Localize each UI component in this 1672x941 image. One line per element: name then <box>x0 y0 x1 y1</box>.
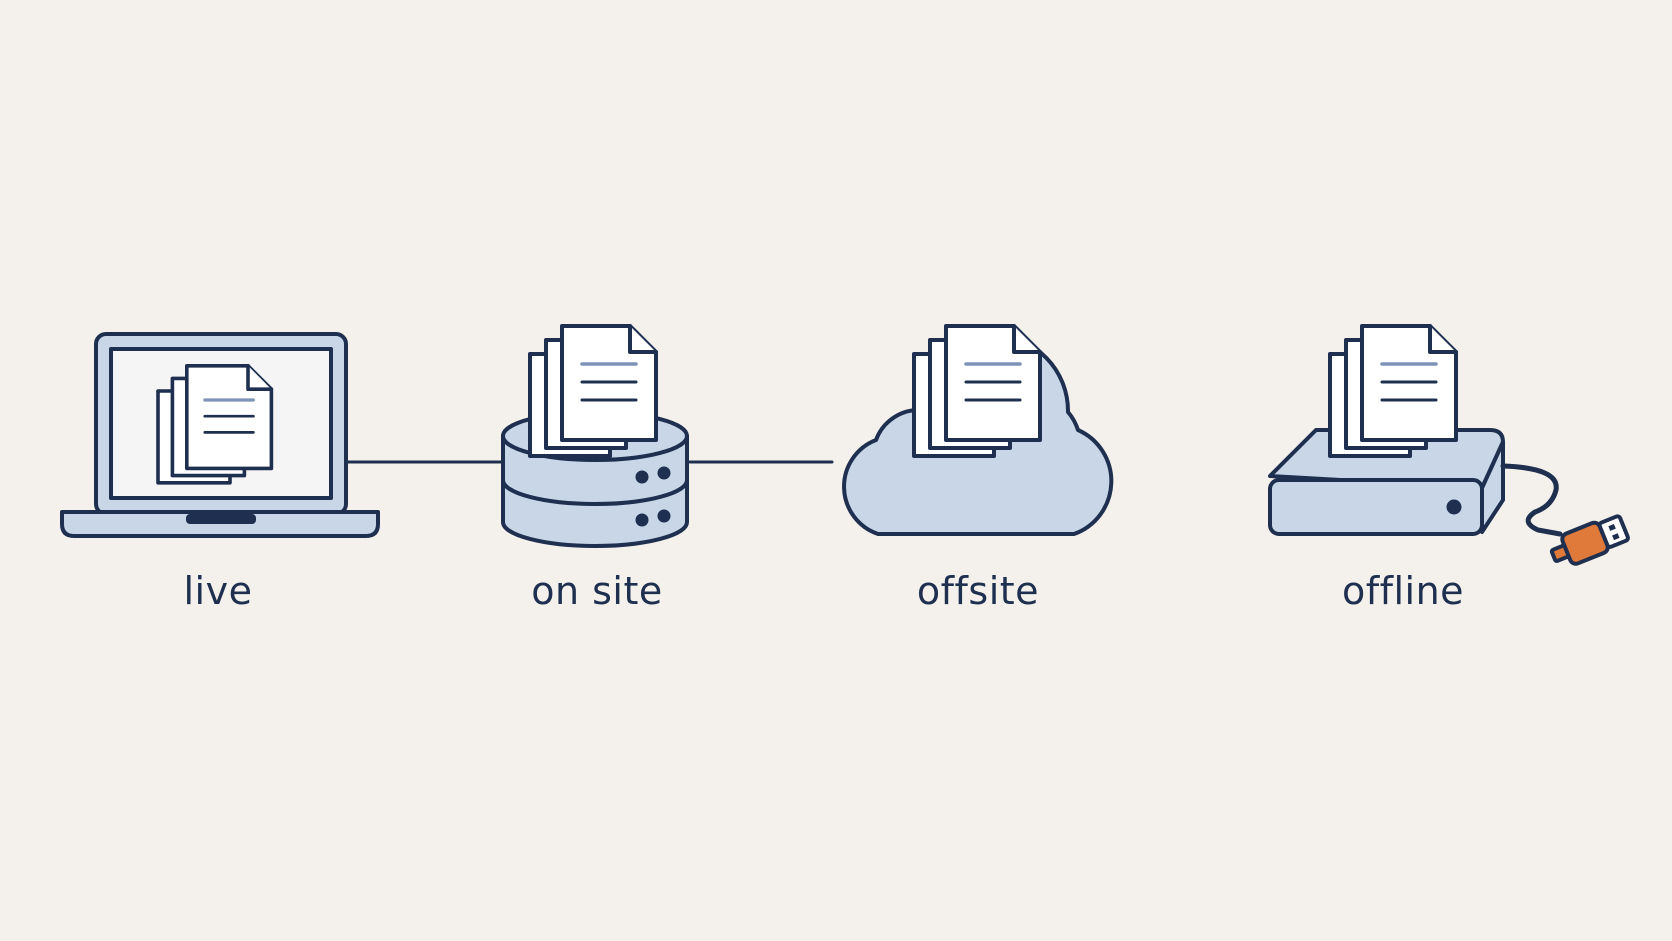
offsite-documents-icon <box>912 324 1042 458</box>
usb-plug-icon <box>1549 514 1630 566</box>
onsite-documents-icon <box>528 324 658 458</box>
database-icon <box>501 324 689 548</box>
stage-label-offline: offline <box>1342 569 1464 613</box>
offline-documents-icon <box>1328 324 1458 458</box>
laptop-documents-icon <box>156 363 274 485</box>
cloud-icon <box>842 324 1114 536</box>
stage-label-offsite: offsite <box>917 569 1039 613</box>
stage-label-live: live <box>184 569 253 613</box>
laptop-icon <box>60 332 380 538</box>
external-drive-icon <box>1268 324 1563 537</box>
stage-label-onsite: on site <box>531 569 663 613</box>
